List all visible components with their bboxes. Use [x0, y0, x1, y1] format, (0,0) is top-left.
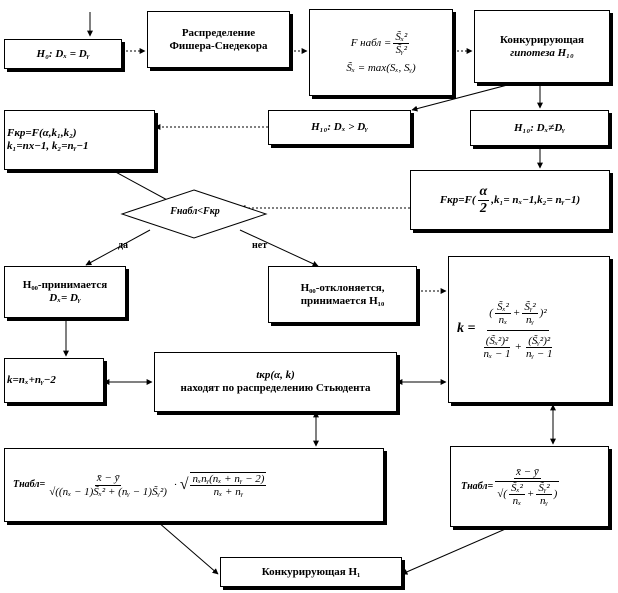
t-equal-den: √((nₓ − 1)S̃ₓ² + (nᵧ − 1)S̃ᵧ²) — [49, 485, 167, 498]
f-observed-den: S̃ᵧ² — [395, 43, 407, 56]
student-line2: находят по распределению Стьюдента — [180, 382, 371, 394]
competing-line1: Конкурирующая — [499, 33, 585, 46]
t-unequal-den-b-sub: nᵧ — [539, 495, 548, 508]
h0-rejected-line2: принимается H₁₀ — [300, 294, 385, 307]
k-simple-label: k=nₓ+nᵧ−2 — [7, 374, 56, 387]
arrow-tobs2-h1 — [401, 526, 511, 575]
fkr-one-sided-box: Fкр=F(α,k₁,k₂) k₁=nх−1, k₂=nᵧ−1 — [4, 110, 155, 170]
h10-greater-label: H₁₀: Dₓ > Dᵧ — [311, 121, 368, 134]
k-num-a-den: nₓ — [498, 313, 508, 326]
k-formula-lhs: k = — [457, 321, 476, 337]
t-unequal-den-a: S̃ₓ² — [508, 481, 525, 496]
t-observed-equal-box: Tнабл= x̄ − ȳ√((nₓ − 1)S̃ₓ² + (nᵧ − 1)S̃… — [4, 448, 384, 522]
t-equal-lhs: Tнабл= — [13, 479, 46, 491]
t-equal-root-den: nₓ + nᵧ — [213, 486, 244, 498]
t-unequal-lhs: Tнабл= — [461, 480, 494, 492]
t-unequal-den-b: S̃ᵧ² — [536, 481, 552, 496]
label-no: нет — [252, 240, 268, 251]
k-den-b-num: (S̃ᵧ²)² — [526, 335, 553, 349]
h10-notequal-box: H₁₀: Dₓ≠Dᵧ — [470, 110, 609, 146]
h10-notequal-label: H₁₀: Dₓ≠Dᵧ — [513, 121, 566, 134]
student-line1: tкр(α, k) — [256, 369, 295, 382]
label-yes: да — [118, 240, 129, 251]
h10-greater-box: H₁₀: Dₓ > Dᵧ — [268, 110, 411, 145]
h0-rejected-box: H₀₀-отклоняется, принимается H₁₀ — [268, 266, 417, 323]
t-equal-num: x̄ − ȳ — [94, 472, 122, 486]
fkr-two-sided-den: 2 — [479, 200, 487, 216]
k-den-a-den: nₓ − 1 — [483, 348, 511, 361]
t-unequal-den-a-sub: nₓ — [512, 495, 522, 508]
fkr-one-sided-line1: Fкр=F(α,k₁,k₂) — [7, 127, 77, 140]
fisher-line1: Распределение — [181, 26, 256, 39]
competing-line2: гипотеза H₁₀ — [510, 46, 574, 59]
k-simple-box: k=nₓ+nᵧ−2 — [4, 358, 104, 403]
k-den-b-den: nᵧ − 1 — [525, 348, 553, 361]
h0-accepted-line1: H₀₀-принимается — [22, 279, 108, 292]
f-observed-max: S̃ₓ = max(Sₓ, Sᵧ) — [346, 61, 416, 74]
h0-start-label: H₀: Dₓ = Dᵧ — [36, 47, 90, 60]
fkr-two-sided-num: α — [477, 184, 490, 201]
k-num-b-den: nᵧ — [525, 313, 535, 326]
fisher-line2: Фишера-Снедекора — [169, 39, 268, 52]
h0-start-box: H₀: Dₓ = Dᵧ — [4, 39, 122, 69]
k-num-a: S̃ₓ² — [494, 300, 511, 314]
student-box: tкр(α, k) находят по распределению Стьюд… — [154, 352, 397, 412]
competing-h1-label: Конкурирующая H₁ — [261, 565, 361, 578]
f-observed-num: S̃ₓ² — [393, 30, 410, 44]
t-equal-root-num: nₓnᵧ(nₓ + nᵧ − 2) — [190, 472, 267, 486]
fkr-two-sided-suffix: ,k₁= nₓ−1,k₂= nᵧ−1) — [491, 193, 581, 206]
arrow-fkr-diamond — [111, 169, 183, 209]
f-observed-lhs: F набл = — [350, 36, 392, 49]
t-unequal-num: x̄ − ȳ — [513, 465, 541, 479]
h0-accepted-box: H₀₀-принимается Dₓ= Dᵧ — [4, 266, 126, 318]
k-den-a-num: (S̃ₓ²)² — [483, 335, 511, 349]
competing-hypothesis-box: Конкурирующая гипотеза H₁₀ — [474, 10, 610, 83]
h0-accepted-line2: Dₓ= Dᵧ — [49, 292, 81, 304]
fkr-two-sided-prefix: Fкр=F( — [439, 193, 476, 206]
decision-diamond-label: Fнабл<Fкр — [170, 206, 220, 217]
fkr-one-sided-line2: k₁=nх−1, k₂=nᵧ−1 — [7, 140, 89, 152]
fisher-box: Распределение Фишера-Снедекора — [147, 11, 290, 68]
arrow-tobs-h1 — [157, 521, 219, 575]
k-num-b: S̃ᵧ² — [522, 300, 538, 314]
h0-rejected-line1: H₀₀-отклоняется, — [300, 281, 385, 294]
competing-h1-box: Конкурирующая H₁ — [220, 557, 402, 587]
